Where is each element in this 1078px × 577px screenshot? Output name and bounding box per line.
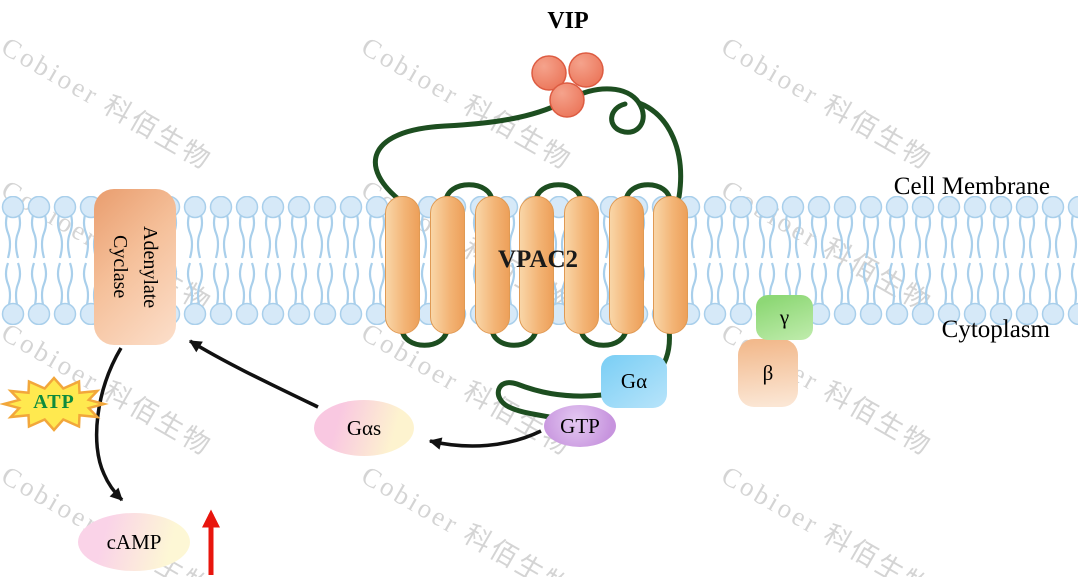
g-beta-subunit: β [738, 339, 798, 407]
receptor-helix-4 [519, 196, 554, 334]
receptor-helix-6 [609, 196, 644, 334]
vip-ligand-circle [549, 82, 585, 118]
cell-membrane-label: Cell Membrane [893, 173, 1050, 200]
g-alpha-s-label: Gαs [346, 415, 382, 440]
atp-starburst [0, 376, 109, 432]
arrow-gtp-to-g-alpha-s [428, 429, 542, 450]
g-beta-label: β [762, 360, 774, 385]
g-alpha-subunit: Gα [601, 355, 667, 408]
receptor-helix-2 [430, 196, 465, 334]
camp-label: cAMP [106, 529, 162, 554]
receptor-helix-5 [564, 196, 599, 334]
extracellular-loop-2 [533, 182, 584, 205]
atp-label: ATP [33, 391, 75, 413]
adenylate-cyclase: Adenylate Cyclase [94, 189, 176, 345]
camp-molecule: cAMP [78, 513, 190, 571]
cytoplasm-label: Cytoplasm [941, 316, 1050, 343]
intracellular-loop-1 [399, 325, 450, 348]
receptor-helix-3 [475, 196, 510, 334]
arrow-g-alpha-s-to-adenylate-cyclase [188, 339, 319, 409]
vip-ligand-cluster [531, 52, 604, 118]
g-gamma-subunit: γ [756, 295, 813, 340]
vpac2-receptor-label: VPAC2 [497, 246, 579, 273]
adenylate-cyclase-label: Adenylate Cyclase [105, 226, 165, 308]
vip-ligand-circle [568, 52, 604, 88]
receptor-helix-7 [653, 196, 688, 334]
vip-ligand-circle [531, 55, 567, 91]
arrow-adenylate-cyclase-to-camp [94, 347, 124, 502]
extracellular-loop-1 [443, 182, 495, 205]
intracellular-loop-3 [578, 325, 629, 348]
vip-title: VIP [547, 8, 589, 34]
adenylate-cyclase-line1: Adenylate [139, 225, 161, 309]
receptor-extracellular-arm [636, 100, 684, 200]
adenylate-cyclase-line2: Cyclase [109, 235, 131, 299]
extracellular-loop-3 [623, 182, 673, 205]
g-gamma-label: γ [779, 305, 790, 329]
intracellular-loop-2 [489, 325, 539, 348]
g-alpha-label: Gα [620, 369, 648, 393]
g-alpha-s-subunit: Gαs [314, 400, 414, 456]
gtp-label: GTP [560, 413, 600, 438]
gtp-molecule: GTP [544, 405, 616, 447]
receptor-helix-1 [385, 196, 420, 334]
